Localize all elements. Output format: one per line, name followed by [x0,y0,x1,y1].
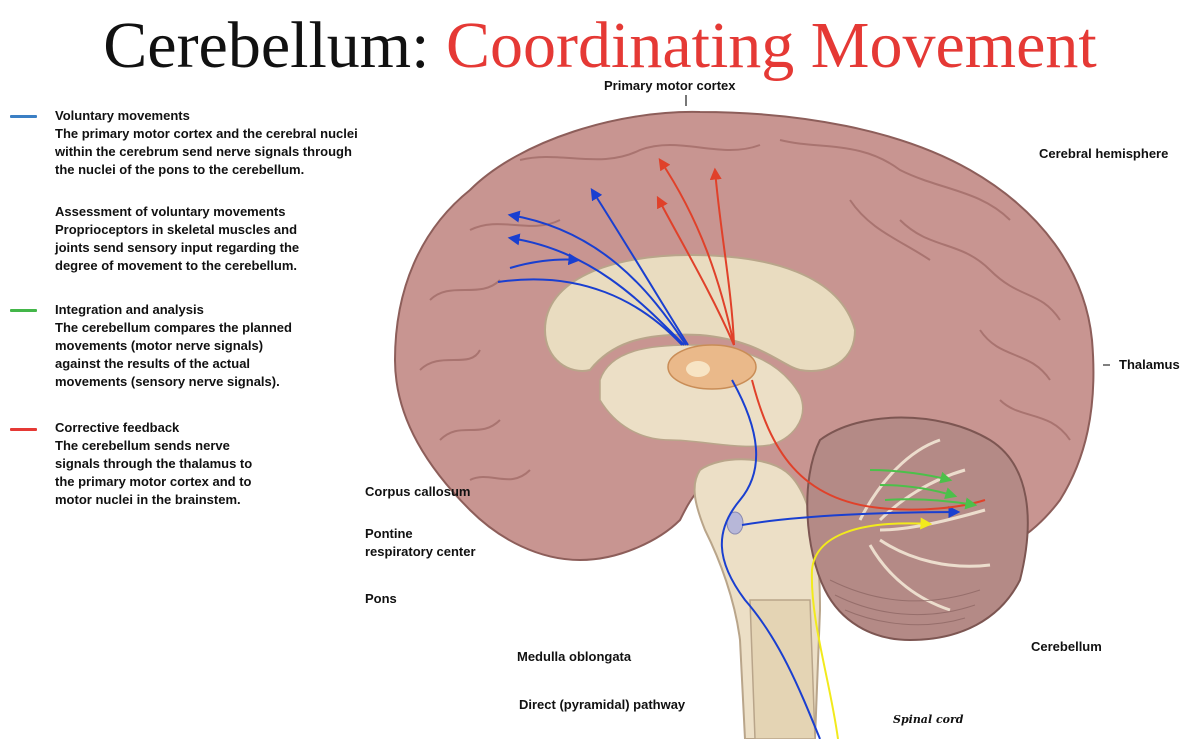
label-thalamus: Thalamus [1119,357,1180,372]
thalamus [667,344,757,390]
title-part-2: Coordinating Movement [445,9,1097,82]
label-pons: Pons [365,591,397,606]
spinal-cord [749,599,816,739]
legend-heading: Voluntary movements [55,108,190,123]
voluntary-movement-pathway [497,187,961,739]
corpus-callosum [543,253,857,372]
legend-description: Proprioceptors in skeletal muscles and j… [55,222,300,273]
label-pontine-respiratory-center: Pontine respiratory center [365,526,476,559]
legend-swatch-red [10,428,37,431]
legend-swatch-green [10,309,37,312]
label-corpus-callosum: Corpus callosum [365,484,471,499]
legend-description: The primary motor cortex and the cerebra… [55,126,358,177]
label-primary-motor-cortex: Primary motor cortex [604,78,736,93]
sensory-input-pathway [810,517,933,739]
page-title: Cerebellum: Coordinating Movement [0,6,1200,86]
integration-pathway [869,469,978,510]
label-spinal-cord: Spinal cord [893,713,964,726]
label-cerebellum: Cerebellum [1031,639,1102,654]
thalamus-highlight [686,361,710,377]
brain-illustration [393,95,1110,739]
cerebellum [806,416,1029,642]
legend-description: The cerebellum compares the planned move… [55,320,292,389]
legend-heading: Corrective feedback [55,420,180,435]
label-cerebral-hemisphere: Cerebral hemisphere [1039,146,1169,161]
legend-description: The cerebellum sends nerve signals throu… [55,438,253,507]
label-direct-pyramidal-pathway: Direct (pyramidal) pathway [519,697,686,712]
cerebral-gyri [419,139,1071,481]
legend-heading: Assessment of voluntary movements [55,204,286,219]
legend-heading: Integration and analysis [55,302,204,317]
corrective-feedback-pathway [656,158,986,511]
legend-swatch-blue [10,115,37,118]
label-medulla-oblongata: Medulla oblongata [517,649,632,664]
title-part-1: Cerebellum: [103,9,446,82]
cerebellar-folia [829,579,981,626]
